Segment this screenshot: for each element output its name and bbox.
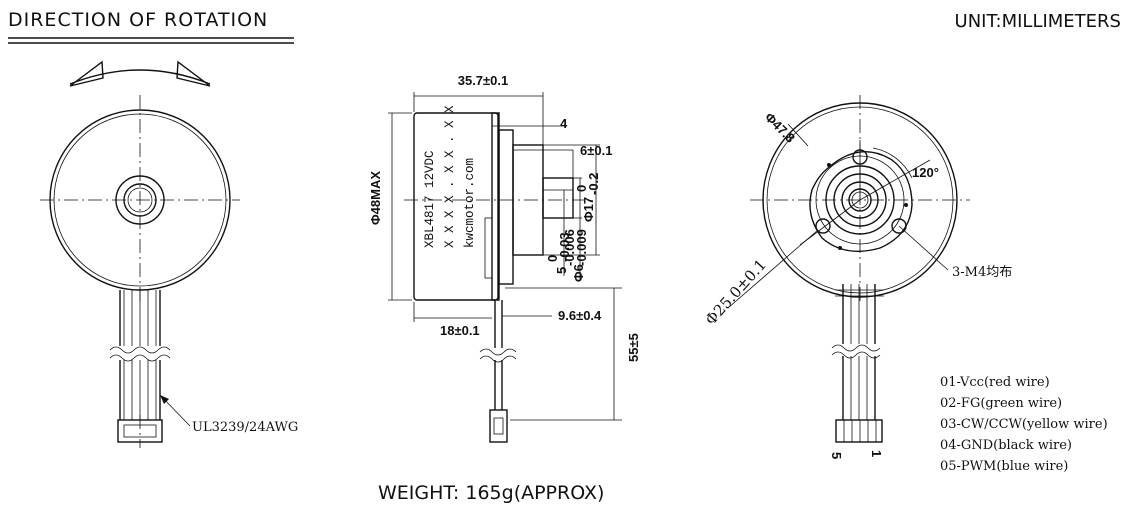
wire-legend-item: 01-Vcc(red wire) bbox=[940, 375, 1050, 390]
front-connector bbox=[835, 419, 883, 443]
outer-dia-leader bbox=[787, 123, 809, 147]
pcd-ray bbox=[799, 199, 861, 246]
dim-length: 35.7±0.1 bbox=[458, 73, 509, 88]
angle-ray-1 bbox=[859, 159, 931, 201]
cable-break-gap bbox=[114, 346, 166, 360]
pcd-leader bbox=[727, 229, 819, 309]
holes-label: 3-M4均布 bbox=[952, 265, 1012, 280]
dim-wire-offset: 9.6±0.4 bbox=[558, 308, 602, 323]
side-motor-view: XBL4817 12VDC X X X X . X X . X X kwcmot… bbox=[368, 73, 641, 443]
dim-diameter-max: Φ48MAX bbox=[368, 171, 383, 225]
dim-body-length: 18±0.1 bbox=[440, 323, 480, 338]
unit-label: UNIT:MILLIMETERS bbox=[955, 11, 1121, 32]
mount-hole-2 bbox=[815, 218, 831, 234]
side-tab bbox=[484, 217, 493, 279]
angle-arc bbox=[872, 147, 913, 179]
dim-shaft-tol-upper: -0.006 bbox=[562, 229, 577, 266]
dim-hub: Φ17 bbox=[581, 197, 596, 222]
mount-ring bbox=[498, 129, 514, 285]
dim-hub-tol-upper: 0 bbox=[574, 185, 589, 192]
holes-leader bbox=[898, 225, 949, 271]
side-connector-latch bbox=[493, 417, 504, 435]
wire-legend: 01-Vcc(red wire) 02-FG(green wire) 03-CW… bbox=[940, 375, 1108, 474]
shaft-side bbox=[542, 177, 574, 219]
rotation-title: DIRECTION OF ROTATION bbox=[8, 9, 268, 31]
marker-dot-3 bbox=[838, 246, 842, 250]
wire-legend-item: 05-PWM(blue wire) bbox=[940, 459, 1068, 474]
dim-dcut: 5 bbox=[554, 267, 569, 274]
side-break-bottom bbox=[479, 355, 517, 363]
body-label-site: kwcmotor.com bbox=[463, 158, 477, 248]
dim-hub-tol-lower: -0.2 bbox=[586, 173, 601, 195]
front-break-top bbox=[831, 344, 881, 352]
cable-leader-arrow-icon bbox=[160, 395, 169, 404]
dim-dcut-tol-lower: -0.03 bbox=[557, 232, 572, 262]
outer-dia-label: Φ47.8 bbox=[762, 110, 798, 146]
break-line-bottom bbox=[109, 354, 171, 362]
break-line-top bbox=[109, 346, 171, 354]
angle-label: 120° bbox=[912, 165, 939, 180]
shaft-inner-circle bbox=[127, 187, 153, 213]
dim-wire-length: 55±5 bbox=[626, 333, 641, 362]
pin-label-first: 1 bbox=[869, 450, 884, 457]
rotation-arrow-right-icon bbox=[176, 60, 211, 87]
front-wire-gap bbox=[838, 344, 882, 356]
body-label-model: XBL4817 12VDC bbox=[423, 150, 437, 248]
marker-dot-2 bbox=[904, 203, 908, 207]
rotation-arc bbox=[69, 69, 211, 85]
body-label-code: X X X X . X X . X X bbox=[443, 105, 457, 248]
pin-label-last: 5 bbox=[829, 452, 844, 459]
left-motor-view: UL3239/24AWG bbox=[40, 60, 298, 448]
motor-body-side bbox=[413, 112, 499, 301]
rotation-arrow-left-icon bbox=[69, 60, 104, 87]
dim-flange: 4 bbox=[560, 116, 568, 131]
dim-shaft-dia: Φ6 bbox=[571, 264, 586, 282]
marker-dot-1 bbox=[827, 163, 831, 167]
front-break-bottom bbox=[831, 351, 881, 359]
wire-legend-item: 03-CW/CCW(yellow wire) bbox=[940, 417, 1108, 432]
wire-legend-item: 02-FG(green wire) bbox=[940, 396, 1062, 411]
pcd-label: Φ25.0±0.1 bbox=[702, 256, 770, 329]
dim-shaft-tol-lower: -0.009 bbox=[574, 229, 589, 266]
weight-label: WEIGHT: 165g(APPROX) bbox=[378, 482, 604, 504]
dim-dcut-tol-upper: 0 bbox=[545, 255, 560, 262]
side-connector bbox=[489, 409, 508, 443]
wire-legend-item: 04-GND(black wire) bbox=[940, 438, 1072, 453]
mount-hole-3 bbox=[891, 218, 907, 234]
cable-spec-label: UL3239/24AWG bbox=[192, 420, 298, 435]
side-break-top bbox=[479, 348, 517, 356]
mount-flange bbox=[809, 151, 913, 253]
